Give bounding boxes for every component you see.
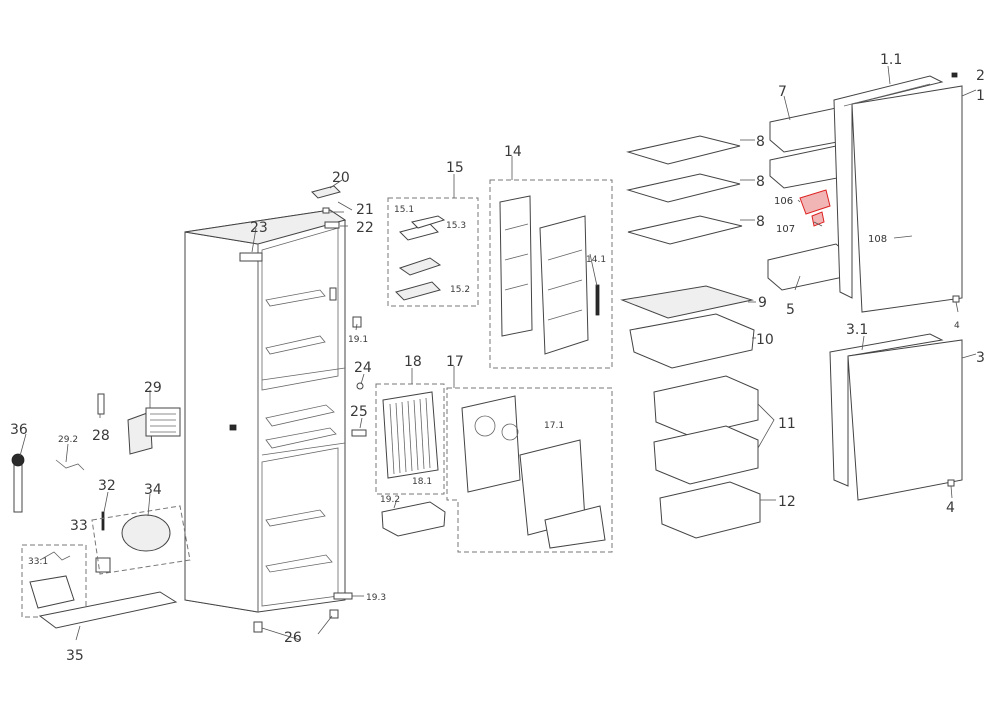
label-33: 33 — [70, 518, 88, 534]
part-106-highlighted — [799, 189, 831, 215]
label-19-1: 19.1 — [348, 335, 368, 345]
group-15-box — [387, 197, 479, 307]
label-5: 5 — [786, 302, 795, 318]
label-107: 107 — [776, 224, 795, 235]
group-14-box — [489, 179, 613, 369]
label-34: 34 — [144, 482, 162, 498]
part-4-bottom — [947, 479, 955, 487]
part-17-components — [461, 395, 606, 549]
part-19-1 — [352, 316, 362, 328]
part-25 — [351, 429, 367, 437]
label-8c: 8 — [756, 214, 765, 230]
group-18-box — [375, 383, 445, 495]
label-15-1: 15.1 — [394, 205, 414, 215]
drawer-10 — [629, 313, 755, 369]
drawers-11 — [653, 375, 759, 485]
top-parts — [311, 185, 353, 229]
label-19-3: 19.3 — [366, 593, 386, 603]
shelf-frame-9 — [620, 285, 754, 319]
part-15-components — [395, 215, 446, 301]
label-15-3: 15.3 — [446, 221, 466, 231]
label-23: 23 — [250, 220, 268, 236]
label-8b: 8 — [756, 174, 765, 190]
part-4-top — [952, 295, 960, 303]
label-4-top: 4 — [954, 321, 960, 331]
label-19-2: 19.2 — [380, 495, 400, 505]
part-24 — [356, 382, 364, 390]
label-3-1: 3.1 — [846, 322, 868, 338]
part-26 — [253, 621, 263, 633]
part-labels: 1.1 2 1 3.1 3 4 4 7 5 106 107 108 8 8 8 … — [10, 52, 985, 664]
label-25: 25 — [350, 404, 368, 420]
label-7: 7 — [778, 84, 787, 100]
part-14-components — [499, 195, 600, 355]
left-parts — [11, 393, 181, 513]
label-15: 15 — [446, 160, 464, 176]
upper-door — [833, 75, 963, 313]
label-24: 24 — [354, 360, 372, 376]
compressor-34 — [95, 511, 171, 573]
hinge-screw-2 — [951, 72, 958, 78]
label-14: 14 — [504, 144, 522, 160]
label-17-1: 17.1 — [544, 421, 564, 431]
label-29: 29 — [144, 380, 162, 396]
evaporator-18 — [382, 391, 439, 479]
label-2: 2 — [976, 68, 985, 84]
label-8a: 8 — [756, 134, 765, 150]
part-33-components — [29, 551, 75, 609]
label-1-1: 1.1 — [880, 52, 902, 68]
label-35: 35 — [66, 648, 84, 664]
label-22: 22 — [356, 220, 374, 236]
label-10: 10 — [756, 332, 774, 348]
base-plate-35 — [38, 591, 178, 629]
label-21: 21 — [356, 202, 374, 218]
leader-lines — [19, 65, 977, 641]
part-19-3 — [333, 592, 353, 600]
label-18-1: 18.1 — [412, 477, 432, 487]
label-1: 1 — [976, 88, 985, 104]
lower-door — [829, 333, 963, 501]
label-29-2: 29.2 — [58, 435, 78, 445]
label-12: 12 — [778, 494, 796, 510]
part-19-2 — [381, 501, 446, 537]
label-14-1: 14.1 — [586, 255, 606, 265]
label-15-2: 15.2 — [450, 285, 470, 295]
label-32: 32 — [98, 478, 116, 494]
label-33-1: 33.1 — [28, 557, 48, 567]
label-17: 17 — [446, 354, 464, 370]
glass-shelves-8 — [626, 135, 743, 245]
door-bins — [767, 107, 851, 291]
label-11: 11 — [778, 416, 796, 432]
label-106: 106 — [774, 196, 793, 207]
label-28: 28 — [92, 428, 110, 444]
group-17-box — [446, 387, 613, 553]
label-26: 26 — [284, 630, 302, 646]
label-36: 36 — [10, 422, 28, 438]
drawer-12 — [659, 481, 761, 539]
cabinet — [184, 209, 347, 613]
label-9: 9 — [758, 295, 767, 311]
label-3: 3 — [976, 350, 985, 366]
compressor-group-box — [91, 505, 191, 575]
label-108: 108 — [868, 234, 887, 245]
label-20: 20 — [332, 170, 350, 186]
label-18: 18 — [404, 354, 422, 370]
label-4-bottom: 4 — [946, 500, 955, 516]
